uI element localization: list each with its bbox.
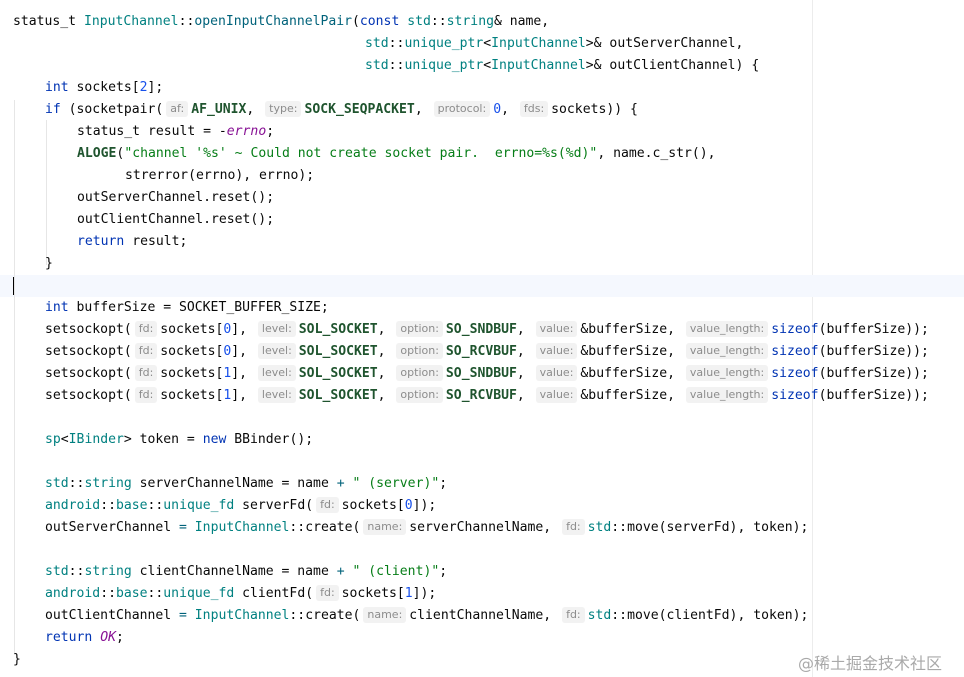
code-line-11[interactable]: return result;: [77, 234, 188, 249]
code-line-14[interactable]: int bufferSize = SOCKET_BUFFER_SIZE;: [45, 300, 329, 315]
code-line-20[interactable]: sp<IBinder> token = new BBinder();: [45, 432, 314, 447]
param-hint: name:: [363, 519, 407, 535]
code-line-10[interactable]: outClientChannel.reset();: [77, 212, 275, 227]
code-line-28[interactable]: outClientChannel = InputChannel::create(…: [45, 607, 809, 623]
code-line-15[interactable]: setsockopt(fd:sockets[0], level:SOL_SOCK…: [45, 321, 929, 337]
param-hint: option:: [396, 321, 443, 337]
code-line-18[interactable]: setsockopt(fd:sockets[1], level:SOL_SOCK…: [45, 387, 929, 403]
param-hint: protocol:: [433, 101, 491, 117]
code-line-16[interactable]: setsockopt(fd:sockets[0], level:SOL_SOCK…: [45, 343, 929, 359]
param-hint: level:: [257, 365, 296, 381]
code-line-6[interactable]: status_t result = -errno;: [77, 124, 275, 139]
right-margin-guide: [812, 0, 813, 677]
param-hint: value_length:: [685, 343, 769, 359]
code-line-26[interactable]: std::string clientChannelName = name + "…: [45, 564, 448, 579]
code-line-4[interactable]: int sockets[2];: [45, 80, 164, 95]
code-line-7[interactable]: ALOGE("channel '%s' ~ Could not create s…: [77, 146, 716, 161]
code-line-9[interactable]: outServerChannel.reset();: [77, 190, 275, 205]
current-line-highlight: [0, 275, 964, 297]
param-hint: value:: [535, 387, 578, 403]
code-line-3[interactable]: std::unique_ptr<InputChannel>& outClient…: [365, 58, 760, 73]
param-hint: value:: [535, 343, 578, 359]
code-line-23[interactable]: android::base::unique_fd serverFd(fd:soc…: [45, 497, 437, 513]
param-hint: value_length:: [685, 387, 769, 403]
param-hint: fd:: [562, 519, 585, 535]
param-hint: name:: [363, 607, 407, 623]
code-line-12[interactable]: }: [45, 256, 53, 271]
code-line-5[interactable]: if (socketpair(af:AF_UNIX, type:SOCK_SEQ…: [45, 101, 638, 117]
code-line-17[interactable]: setsockopt(fd:sockets[1], level:SOL_SOCK…: [45, 365, 929, 381]
indent-guide: [14, 100, 15, 655]
code-line-29[interactable]: return OK;: [45, 630, 124, 645]
param-hint: fd:: [134, 321, 158, 337]
param-hint: fds:: [519, 101, 549, 117]
param-hint: af:: [166, 101, 189, 117]
param-hint: type:: [265, 101, 302, 117]
param-hint: fd:: [316, 497, 339, 513]
param-hint: level:: [257, 321, 296, 337]
watermark: @稀土掘金技术社区: [798, 654, 943, 673]
param-hint: level:: [257, 343, 296, 359]
param-hint: value:: [535, 365, 578, 381]
code-line-1[interactable]: status_t InputChannel::openInputChannelP…: [13, 14, 550, 29]
code-line-22[interactable]: std::string serverChannelName = name + "…: [45, 476, 448, 491]
code-line-24[interactable]: outServerChannel = InputChannel::create(…: [45, 519, 809, 535]
param-hint: fd:: [134, 387, 158, 403]
code-line-27[interactable]: android::base::unique_fd clientFd(fd:soc…: [45, 585, 437, 601]
param-hint: fd:: [134, 343, 158, 359]
code-line-2[interactable]: std::unique_ptr<InputChannel>& outServer…: [365, 36, 744, 51]
param-hint: option:: [396, 365, 443, 381]
code-line-30[interactable]: }: [13, 652, 21, 667]
param-hint: fd:: [134, 365, 158, 381]
param-hint: value:: [535, 321, 578, 337]
param-hint: option:: [396, 387, 443, 403]
code-line-8[interactable]: strerror(errno), errno);: [125, 168, 315, 183]
indent-guide: [46, 120, 47, 265]
param-hint: value_length:: [685, 365, 769, 381]
param-hint: fd:: [316, 585, 339, 601]
param-hint: fd:: [562, 607, 585, 623]
param-hint: level:: [257, 387, 296, 403]
param-hint: value_length:: [685, 321, 769, 337]
param-hint: option:: [396, 343, 443, 359]
